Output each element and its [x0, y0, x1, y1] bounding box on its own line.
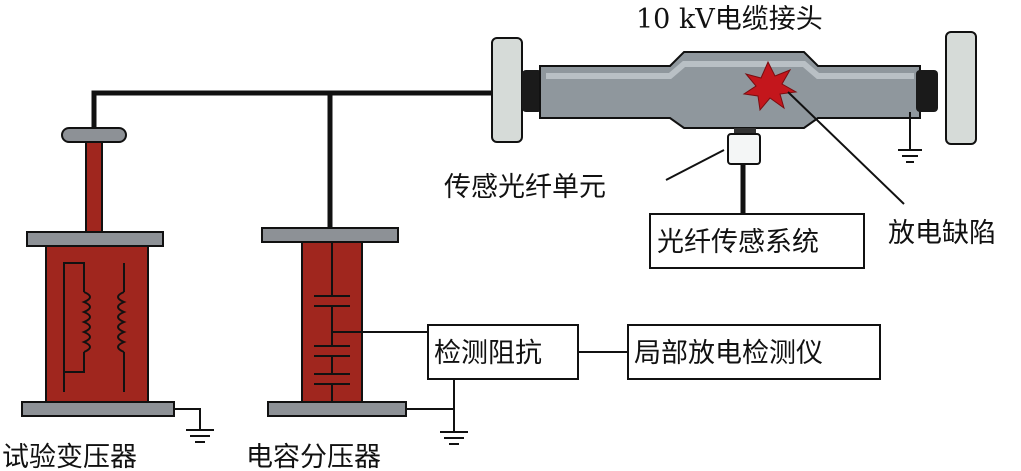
test-transformer [21, 127, 214, 443]
fiber-sensor-head [727, 133, 761, 165]
transformer-base-plate [21, 401, 175, 417]
left-end-cap [491, 37, 523, 143]
fiber-system-box [649, 213, 865, 269]
sensing-fiber-unit [727, 128, 761, 214]
transformer-ground-icon [174, 408, 214, 443]
defect-leader [787, 91, 905, 205]
fiber-unit-leader [665, 149, 725, 181]
divider-ground-icon [440, 431, 468, 445]
cable-highlight [546, 61, 914, 79]
fiber-unit-label: 传感光纤单元 [444, 172, 606, 203]
left-cable-terminal [522, 70, 542, 112]
test-transformer-label: 试验变压器 [2, 442, 137, 471]
transformer-tank [45, 245, 149, 403]
detection-impedance-label: 检测阻抗 [434, 338, 542, 369]
right-end-cap [945, 31, 977, 145]
divider-base-plate [267, 401, 407, 417]
divider-top-plate [261, 227, 399, 243]
discharge-defect-label: 放电缺陷 [888, 218, 996, 249]
measurement-wiring [332, 331, 628, 432]
cable-ground-icon [898, 112, 922, 163]
cable-joint [491, 31, 977, 145]
discharge-spark-icon [742, 60, 798, 112]
right-cable-terminal [916, 70, 938, 112]
detection-impedance-box [427, 324, 579, 380]
pd-detector-box [627, 324, 881, 380]
hv-wiring [91, 90, 500, 228]
capacitive-divider [261, 227, 407, 417]
capacitive-divider-label: 电容分压器 [246, 442, 381, 471]
cable-joint-label: 10 kV电缆接头 [636, 4, 823, 35]
transformer-top-terminal [61, 127, 127, 143]
transformer-top-plate [26, 231, 164, 247]
cable-body [539, 51, 921, 129]
fiber-system-label: 光纤传感系统 [657, 227, 819, 258]
capacitor-stack [314, 242, 350, 402]
transformer-windings [63, 262, 127, 392]
pd-detector-label: 局部放电检测仪 [634, 338, 823, 369]
transformer-bushing [85, 141, 103, 237]
